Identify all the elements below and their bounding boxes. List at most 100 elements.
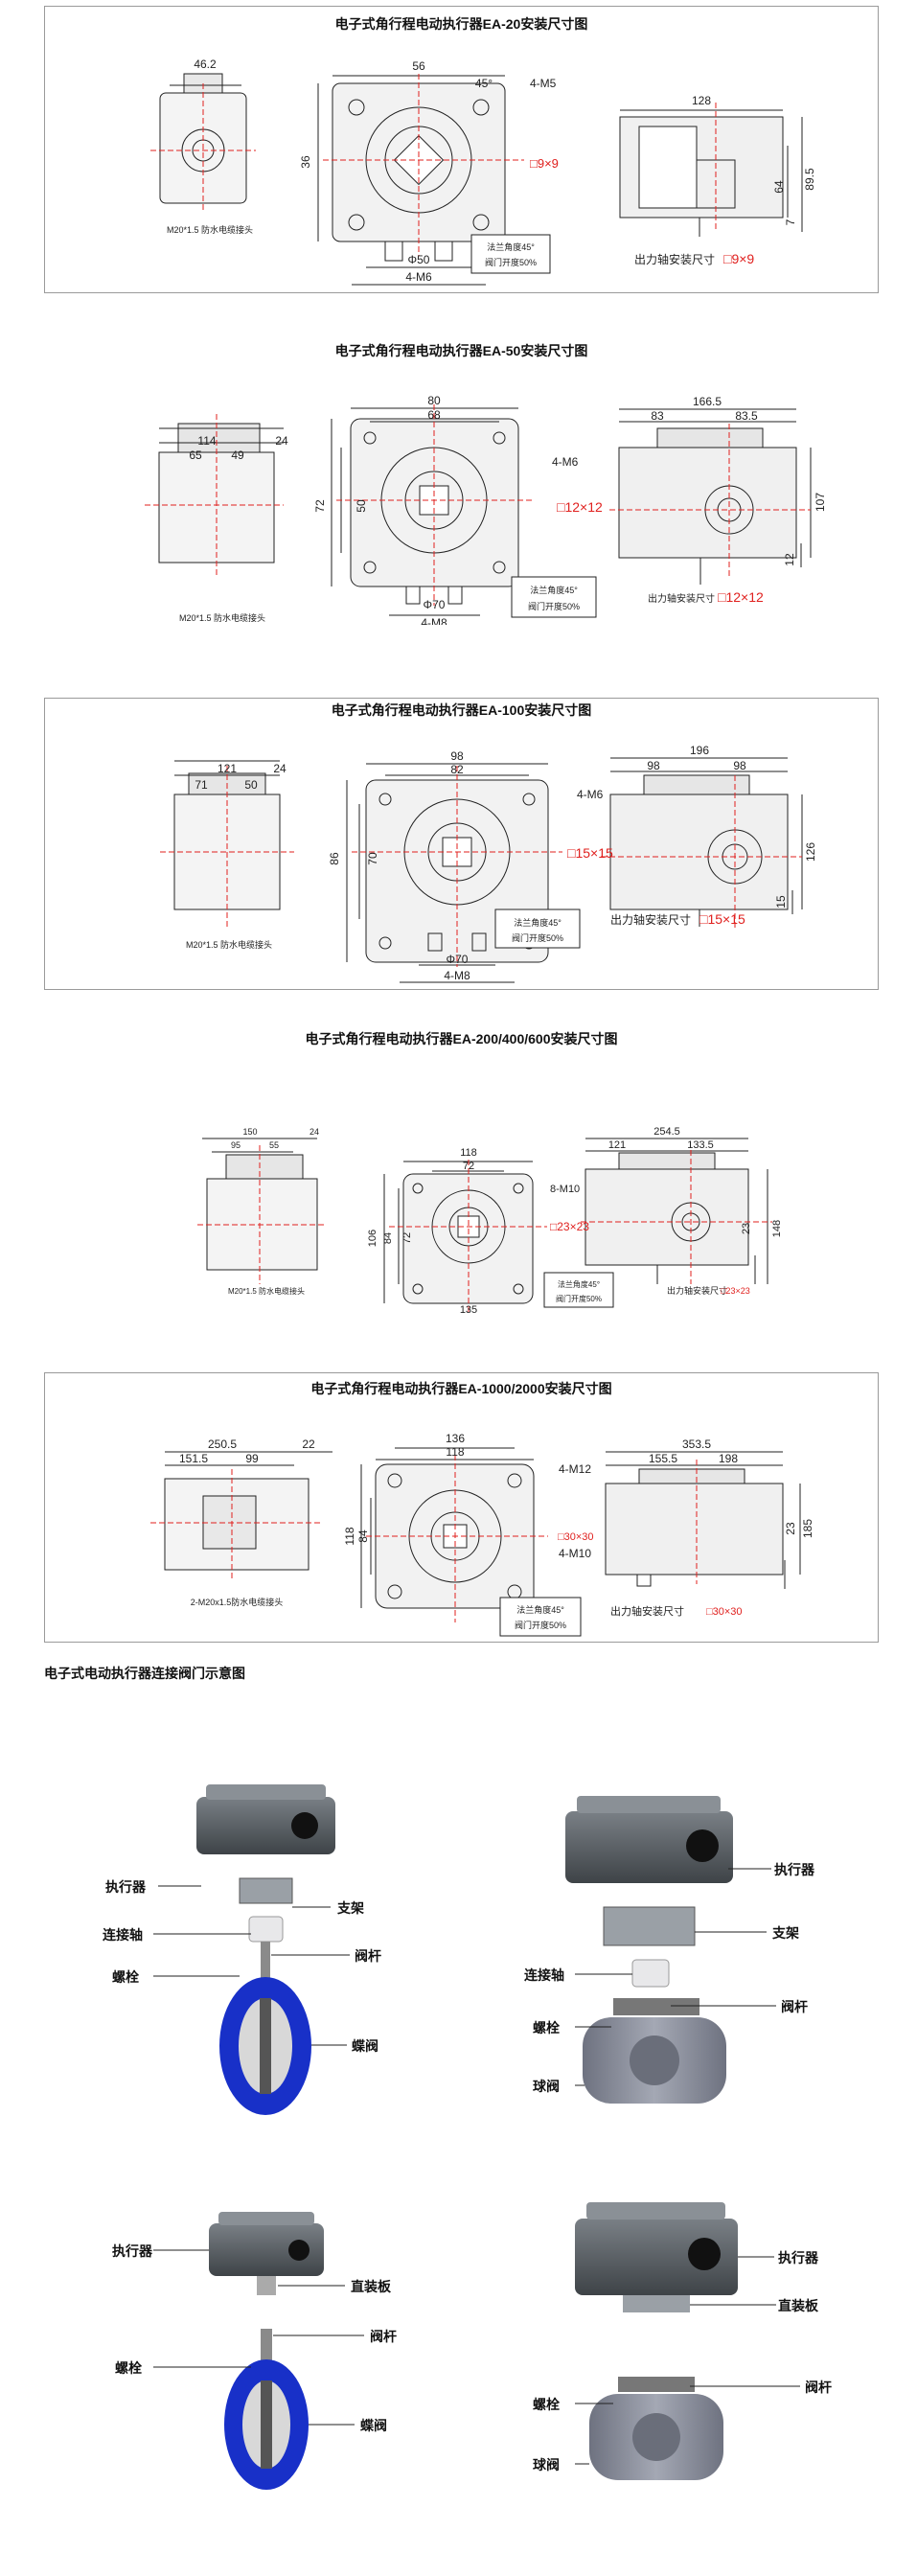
ea100-shaft: 出力轴安装尺寸 <box>610 912 691 927</box>
ea20-square: □9×9 <box>530 156 559 171</box>
ea1000-shaft-val: □30×30 <box>706 1606 743 1618</box>
ea100-note1: 法兰角度45° <box>514 917 562 928</box>
label-actuator-2: 执行器 <box>774 1862 814 1877</box>
ea200-drawing: 150 24 95 55 118 72 106 84 72 8-M10 135 … <box>197 1126 783 1313</box>
ea100-left2: 70 <box>366 852 379 865</box>
panel-title: 电子式角行程电动执行器EA-50安装尺寸图 <box>334 343 588 358</box>
panel-title: 电子式角行程电动执行器EA-20安装尺寸图 <box>334 16 588 32</box>
ea20-note2: 阀门开度50% <box>485 257 537 267</box>
ea200-shaft: 出力轴安装尺寸 <box>667 1285 727 1296</box>
ea200-left: 106 <box>367 1230 378 1247</box>
ea1000-note2: 阀门开度50% <box>515 1620 566 1630</box>
ea1000-w1: 250.5 <box>208 1438 237 1451</box>
ea20-bolt: 4-M5 <box>530 77 557 90</box>
ea20-side-note: M20*1.5 防水电缆接头 <box>167 224 253 235</box>
ea50-w1: 114 <box>197 434 216 448</box>
ea50-h1: 107 <box>814 493 827 512</box>
ea20-side-w1: 46.2 <box>194 58 217 71</box>
ea1000-rtop: 353.5 <box>682 1438 711 1451</box>
ea200-top: 118 <box>460 1147 477 1159</box>
label-ball-4: 球阀 <box>533 2457 560 2472</box>
ea1000-w2: 22 <box>302 1438 315 1451</box>
panel-ea20: 电子式角行程电动执行器EA-20安装尺寸图 <box>44 6 879 293</box>
ea200-left3: 72 <box>401 1232 413 1244</box>
assembly-butterfly-bracket <box>196 1784 335 2115</box>
ea20-right-top: 128 <box>692 94 711 107</box>
ea20-note1: 法兰角度45° <box>487 242 535 252</box>
ea20-front-left: 36 <box>299 155 312 169</box>
ea200-w3: 95 <box>231 1140 241 1150</box>
label-bolt-1: 螺栓 <box>112 1969 139 1985</box>
ea1000-bolt2: 4-M10 <box>559 1547 591 1560</box>
ea50-w3: 65 <box>189 448 202 462</box>
ea100-square: □15×15 <box>567 845 613 861</box>
label-butterfly-1: 蝶阀 <box>352 2038 378 2054</box>
ea50-drawing: 114 24 65 49 80 68 72 50 4-M6 Φ70 4-M8 1… <box>145 394 827 625</box>
ea100-top2: 82 <box>450 763 464 776</box>
ea50-dia: Φ70 <box>424 598 446 611</box>
ea100-top: 98 <box>450 749 464 763</box>
ea100-w3: 71 <box>195 778 208 792</box>
ea20-bottom: 4-M6 <box>405 270 432 284</box>
ea50-t1: 83 <box>651 409 664 423</box>
panel-ea100: 电子式角行程电动执行器EA-100安装尺寸图 121 <box>44 698 879 990</box>
panel-ea50: 电子式角行程电动执行器EA-50安装尺寸图 114 <box>44 337 879 625</box>
ea50-square: □12×12 <box>557 499 603 515</box>
ea50-w4: 49 <box>231 448 244 462</box>
ea100-w4: 50 <box>244 778 258 792</box>
connection-title: 电子式电动执行器连接阀门示意图 <box>44 1666 245 1681</box>
ea50-top: 80 <box>427 394 441 407</box>
ea200-w2: 24 <box>309 1127 319 1137</box>
ea200-bottom: 135 <box>460 1304 477 1313</box>
ea100-w2: 24 <box>273 762 287 775</box>
ea200-shaft-val: □23×23 <box>721 1286 750 1296</box>
ea200-w4: 55 <box>269 1140 279 1150</box>
ea50-note: M20*1.5 防水电缆接头 <box>179 612 265 623</box>
label-plate-3: 直装板 <box>351 2279 391 2294</box>
label-bolt-2: 螺栓 <box>533 2020 560 2036</box>
ea50-bottom: 4-M8 <box>421 616 447 625</box>
ea100-bolt: 4-M6 <box>577 788 604 801</box>
ea20-h1: 89.5 <box>803 168 816 191</box>
panel-ea1000: 电子式角行程电动执行器EA-1000/2000安装尺寸图 250.5 22 <box>44 1372 879 1643</box>
ea200-rtop: 254.5 <box>653 1126 680 1138</box>
ea200-note: M20*1.5 防水电缆接头 <box>228 1286 305 1296</box>
ea200-w1: 150 <box>242 1127 257 1137</box>
ea1000-top2: 118 <box>446 1445 464 1459</box>
ea50-bolt: 4-M6 <box>552 455 579 469</box>
label-bolt-4: 螺栓 <box>533 2397 560 2412</box>
ea100-bottom: 4-M8 <box>444 969 470 982</box>
ea50-note2: 阀门开度50% <box>528 601 580 611</box>
ea200-square: □23×23 <box>550 1220 589 1233</box>
label-stem-2: 阀杆 <box>781 1999 808 2014</box>
ea1000-note1: 法兰角度45° <box>516 1604 564 1615</box>
ea20-dia: Φ50 <box>408 253 430 266</box>
label-stem-3: 阀杆 <box>370 2329 397 2344</box>
ea1000-drawing: 250.5 22 151.5 99 136 118 118 84 4-M12 4… <box>150 1432 814 1637</box>
ea50-left2: 50 <box>355 499 368 513</box>
ea1000-shaft: 出力轴安装尺寸 <box>610 1604 684 1618</box>
label-bracket-1: 支架 <box>337 1900 364 1916</box>
ea1000-t1: 155.5 <box>649 1452 677 1465</box>
ea1000-top: 136 <box>446 1432 465 1445</box>
label-actuator-1: 执行器 <box>105 1879 146 1895</box>
label-ball-2: 球阀 <box>533 2079 560 2094</box>
panel-title: 电子式角行程电动执行器EA-1000/2000安装尺寸图 <box>310 1381 612 1396</box>
ea50-top2: 68 <box>427 408 441 422</box>
ea100-drawing: 121 24 71 50 98 82 86 70 4-M6 Φ70 4-M8 1… <box>160 744 817 983</box>
ea20-h2: 64 <box>772 180 786 194</box>
ea100-shaft-val: □15×15 <box>699 911 745 927</box>
ea1000-square: □30×30 <box>558 1531 594 1543</box>
panel-ea200: 电子式角行程电动执行器EA-200/400/600安装尺寸图 15 <box>44 1025 879 1313</box>
label-stem-4: 阀杆 <box>805 2380 832 2395</box>
label-coupling-1: 连接轴 <box>103 1927 143 1943</box>
ea100-h2: 15 <box>774 895 788 908</box>
ea1000-left2: 84 <box>356 1530 370 1543</box>
assembly-butterfly-direct <box>209 2212 324 2490</box>
panel-title: 电子式角行程电动执行器EA-200/400/600安装尺寸图 <box>305 1031 618 1046</box>
assembly-ball-bracket <box>565 1796 733 2104</box>
ea20-shaft-val: □9×9 <box>723 251 754 266</box>
ea200-t1: 121 <box>608 1139 626 1151</box>
label-butterfly-3: 蝶阀 <box>360 2418 387 2433</box>
ea100-left: 86 <box>328 852 341 865</box>
